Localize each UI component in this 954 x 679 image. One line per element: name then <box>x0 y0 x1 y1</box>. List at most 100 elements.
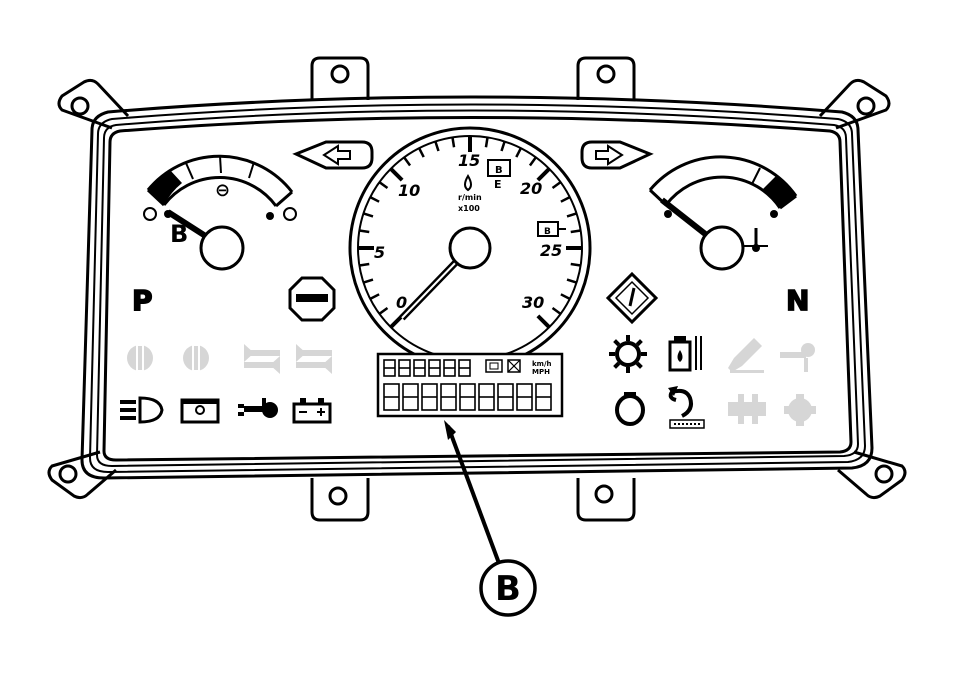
tach-unit-line1: r/min <box>458 193 482 202</box>
lcd-top-digits <box>383 359 471 377</box>
mount-hole <box>596 64 616 84</box>
mount-tab-bottom-right <box>576 478 636 522</box>
lcd-bottom-digits <box>383 383 552 411</box>
svg-text:B: B <box>544 227 551 237</box>
master-warning-icon <box>605 271 659 325</box>
tach-tick <box>389 314 404 329</box>
tach-tick <box>434 141 440 152</box>
oil-pressure-icon <box>615 392 645 426</box>
tach-tick <box>570 229 581 234</box>
lcd-hourglass-icon <box>507 359 521 373</box>
tach-tick <box>570 262 581 267</box>
tach-tick <box>369 196 380 203</box>
left-turn-arrow-icon <box>292 140 374 170</box>
maintenance-icon <box>180 398 220 424</box>
turn-signal-icon <box>296 344 332 374</box>
tach-tick <box>528 156 537 167</box>
mount-tab-corner-bl <box>47 450 117 500</box>
pencil-icon <box>728 338 764 373</box>
tach-filter-icon: B <box>537 221 566 237</box>
mount-tab-corner-tr <box>818 78 891 130</box>
tach-tick <box>359 262 370 267</box>
tach-label-0: 0 <box>396 293 407 312</box>
tach-tick <box>369 293 380 300</box>
mount-hole <box>874 464 894 484</box>
tach-tick <box>403 156 412 167</box>
neutral-indicator: N <box>786 284 809 317</box>
mount-hole <box>58 464 78 484</box>
tach-label-10: 10 <box>398 181 420 200</box>
tach-tick <box>566 212 577 218</box>
tach-label-20: 20 <box>520 179 542 198</box>
mount-tab-top-right <box>576 56 636 100</box>
fuel-filter-icon <box>668 336 702 372</box>
right-indicator-row-2 <box>615 386 816 429</box>
tach-tick <box>451 137 456 148</box>
tach-tick <box>536 167 551 182</box>
left-gauge-hub <box>199 225 245 271</box>
mount-hole <box>594 484 614 504</box>
turn-signal-icon <box>244 344 280 374</box>
tach-tick <box>551 306 562 315</box>
tach-tick <box>484 137 489 148</box>
hand-brake-icon <box>238 398 278 418</box>
right-indicator-row-1 <box>609 335 815 373</box>
mount-tab-top-left <box>310 56 370 100</box>
coolant-temp-icon <box>744 228 768 252</box>
tach-label-30: 30 <box>522 293 544 312</box>
callout-leader-line <box>446 425 502 567</box>
callout-letter: B <box>495 569 521 609</box>
callout: B <box>444 420 537 617</box>
lcd-battery-icon <box>485 359 503 373</box>
lcd-display: km/h MPH <box>376 352 564 418</box>
left-gauge: ⊖ B <box>143 154 297 271</box>
brake-light-icon <box>183 344 209 372</box>
gauge-mark-dot <box>143 207 157 221</box>
tach-tick <box>536 314 551 329</box>
tach-drop-icon <box>464 174 472 192</box>
tach-tick <box>515 147 522 158</box>
tach-tick <box>418 147 425 158</box>
left-indicator-row-2 <box>120 396 332 424</box>
headlight-icon <box>120 396 164 424</box>
tach-label-15: 15 <box>458 151 480 170</box>
tach-tick <box>378 181 389 190</box>
tach-tick <box>363 278 374 284</box>
mount-hole <box>70 96 90 116</box>
tach-tick <box>363 212 374 218</box>
lcd-unit-line1: km/h <box>532 360 552 368</box>
right-gauge-hub <box>699 225 745 271</box>
gauge-mark-dot <box>266 212 274 220</box>
parking-indicator: P <box>132 284 153 317</box>
gauge-minus-mark: ⊖ <box>215 180 230 201</box>
tachometer: 0 5 10 15 20 25 30 B E B r/min x100 <box>348 126 592 370</box>
tach-tick <box>551 181 562 190</box>
mount-hole <box>856 96 876 116</box>
callout-circle <box>479 559 537 617</box>
tach-tick <box>378 306 389 315</box>
tach-tick <box>389 167 404 182</box>
mounting-tabs <box>47 56 907 522</box>
tach-label-5: 5 <box>374 243 385 262</box>
stop-warning-icon <box>288 276 336 322</box>
mount-tab-corner-tl <box>57 78 130 130</box>
cluster-housing <box>80 95 874 480</box>
glow-plug-icon <box>609 335 647 373</box>
brake-light-icon <box>127 344 153 372</box>
coolant-icon <box>784 394 816 426</box>
tach-tick <box>560 293 571 300</box>
tach-tick <box>560 196 571 203</box>
svg-text:B: B <box>495 165 503 176</box>
battery-icon <box>292 398 332 424</box>
mount-hole <box>330 64 350 84</box>
gauge-mark-dot <box>770 210 778 218</box>
tach-tick-marks <box>358 136 582 329</box>
fan-icon <box>728 394 766 424</box>
left-indicator-row-1 <box>127 344 332 374</box>
gauge-mark-dot <box>664 210 672 218</box>
mount-tab-bottom-left <box>310 478 370 522</box>
tach-tick <box>359 229 370 234</box>
svg-text:E: E <box>494 178 502 191</box>
tach-tick <box>500 141 506 152</box>
